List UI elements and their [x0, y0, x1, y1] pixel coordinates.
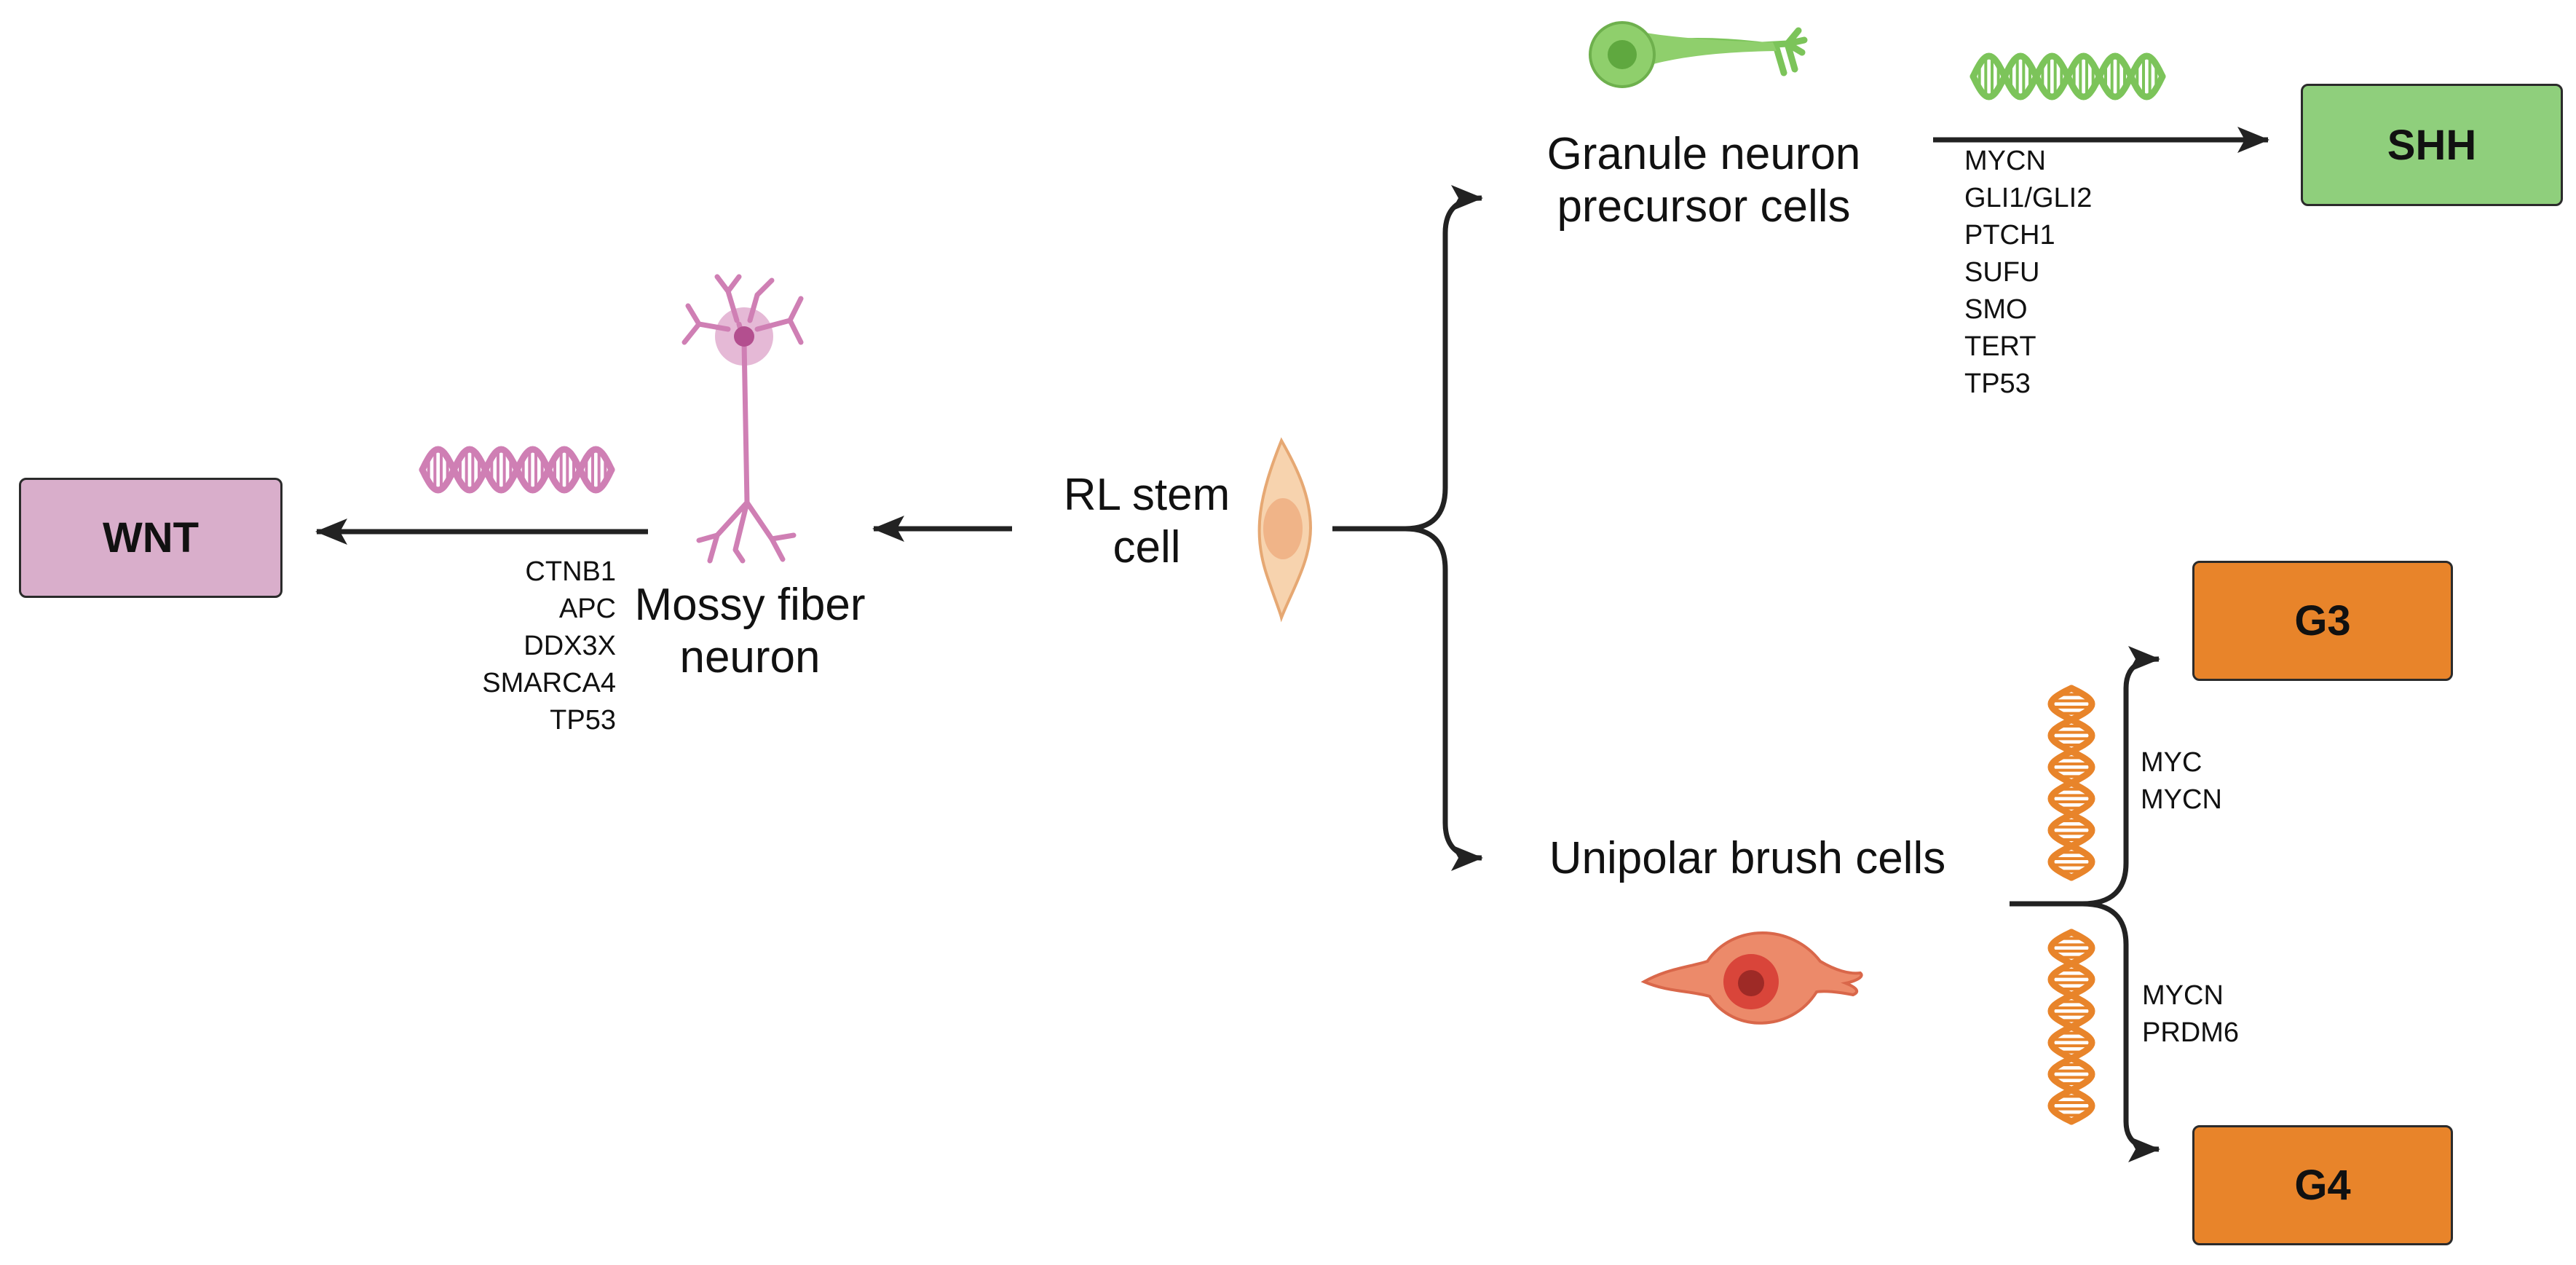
brush-cell-label: Unipolar brush cells [1549, 833, 1946, 883]
arrows [315, 127, 2269, 1162]
brace-brush-to-g3 [2010, 646, 2160, 907]
g4-gene-list: MYCN PRDM6 [2142, 977, 2288, 1052]
dna-icon [2047, 929, 2095, 1125]
stem-cell-icon [1257, 437, 1313, 623]
shh-box: SHH [2301, 84, 2563, 206]
neuron-icon [681, 274, 804, 564]
gene: SMARCA4 [482, 668, 616, 698]
g3-box: G3 [2192, 561, 2453, 681]
gene: DDX3X [524, 631, 616, 661]
granule-neuron-label: Granule neuron precursor cells [1546, 129, 1861, 232]
brace-brush-to-g4 [2082, 901, 2160, 1162]
dna-strand [2047, 929, 2095, 1125]
gene: MYC [2141, 747, 2202, 778]
brush-cell-icon [1640, 931, 1863, 1025]
stem-cell-label: RL stem cell [1063, 470, 1230, 572]
gene: MYCN [2142, 980, 2224, 1011]
brace-stem-to-granule-and-brush [1332, 185, 1483, 532]
gene: SUFU [1964, 257, 2040, 288]
gene: MYCN [2141, 784, 2222, 815]
gene: PRDM6 [2142, 1017, 2240, 1048]
brace-lower [1404, 526, 1483, 871]
granule-cell-icon [1589, 21, 1808, 88]
wnt-gene-list: CTNB1 APC DDX3X SMARCA4 TP53 [422, 553, 616, 739]
gene: GLI1/GLI2 [1964, 183, 2093, 213]
shh-gene-list: MYCN GLI1/GLI2 PTCH1 SUFU SMO TERT TP53 [1964, 143, 2183, 403]
dna-strand [1969, 52, 2166, 101]
dna-icon [2047, 685, 2095, 881]
gene: PTCH1 [1964, 220, 2055, 251]
dna-icon [1969, 52, 2166, 101]
gene: APC [558, 594, 616, 624]
dna-strand [2047, 685, 2095, 881]
gene: TERT [1964, 331, 2036, 362]
g4-box: G4 [2192, 1125, 2453, 1245]
gene: TP53 [550, 705, 616, 736]
mossy-fiber-label: Mossy fiber neuron [634, 580, 866, 682]
g3-gene-list: MYC MYCN [2141, 744, 2286, 819]
gene: CTNB1 [525, 556, 616, 587]
dna-icon [419, 446, 615, 494]
gene: TP53 [1964, 369, 2031, 399]
gene: SMO [1964, 294, 2028, 325]
wnt-box: WNT [19, 478, 283, 598]
gene: MYCN [1964, 146, 2046, 176]
dna-strand [419, 446, 615, 494]
